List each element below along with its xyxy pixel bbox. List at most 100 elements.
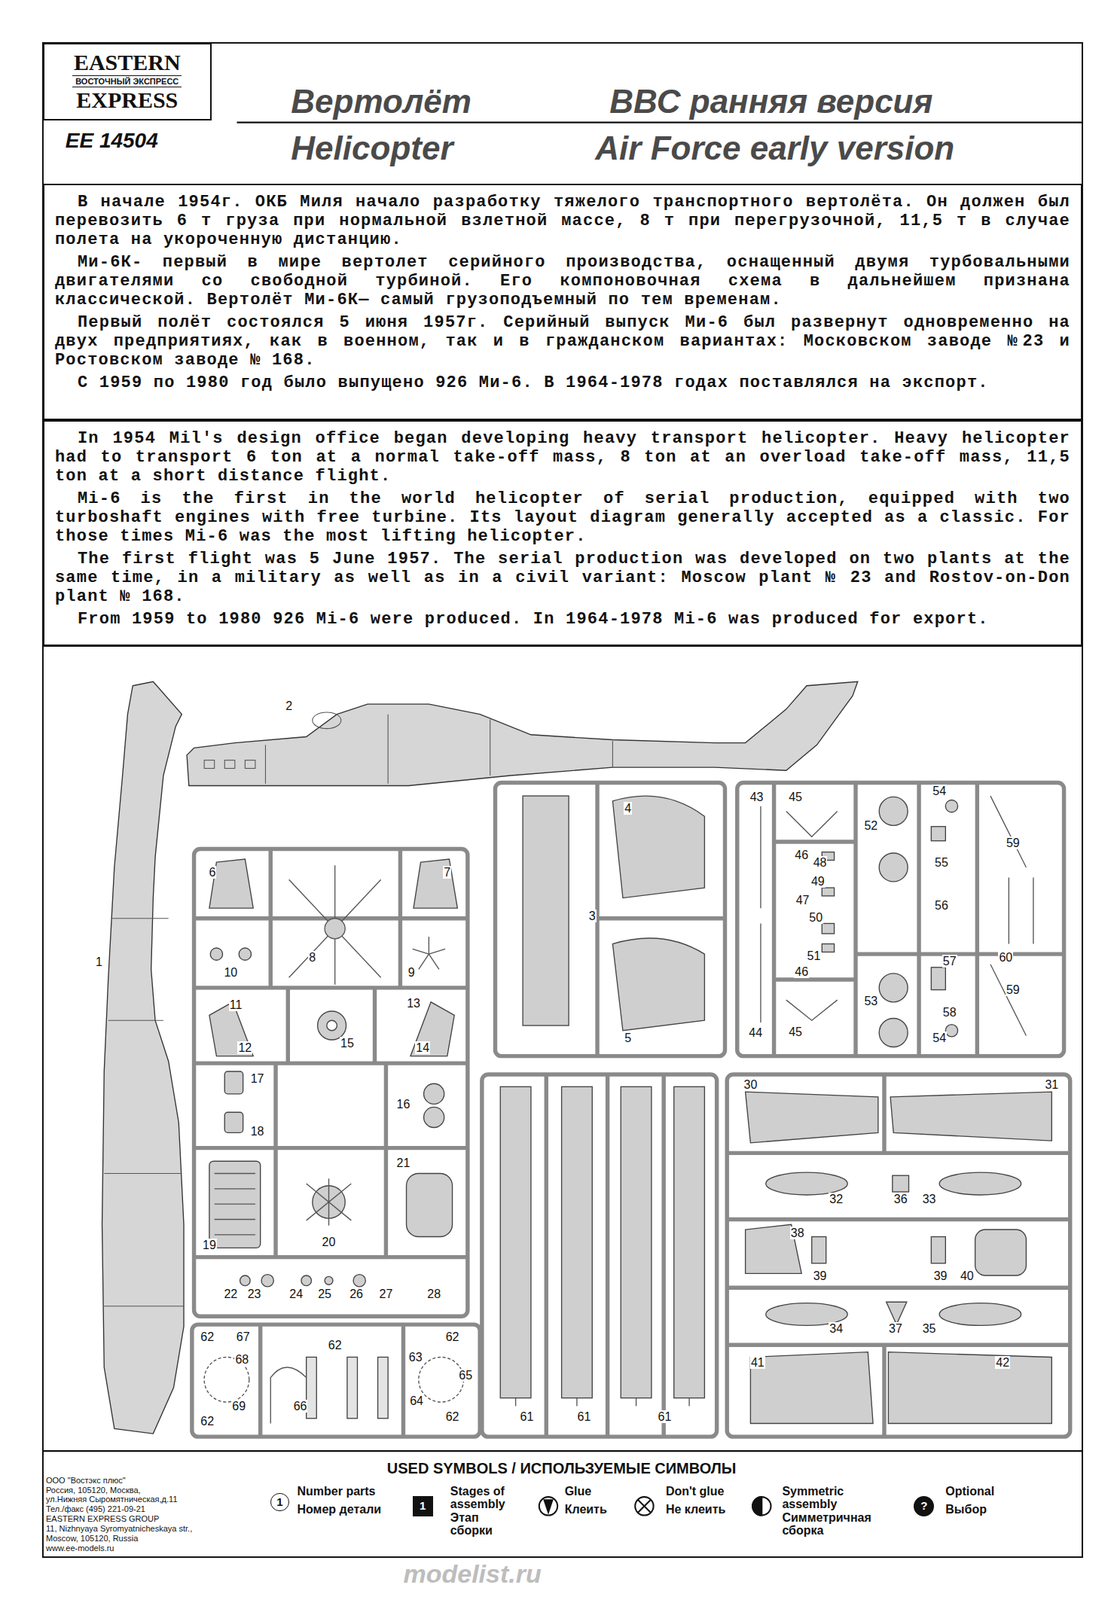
illustration-part	[945, 1025, 958, 1038]
title-text: ВВС ранняя версия	[609, 83, 933, 120]
callout-number: 68	[234, 1353, 250, 1367]
callout-number: 25	[317, 1287, 333, 1301]
callout-number: 48	[812, 856, 828, 870]
callout-number: 19	[201, 1239, 217, 1252]
illustration-part	[821, 888, 834, 897]
symbol-text: 1	[276, 1496, 283, 1509]
callout-number: 42	[994, 1356, 1011, 1370]
illustration-part	[1008, 877, 1010, 944]
symbol-text: ?	[920, 1500, 928, 1513]
illustration-part	[612, 741, 614, 768]
callout-number: 39	[812, 1269, 828, 1283]
callout-number: 40	[959, 1269, 975, 1283]
illustration-part	[886, 1302, 907, 1325]
illustration-part	[424, 1083, 445, 1105]
title-text: Helicopter	[290, 130, 453, 167]
illustration-part	[210, 948, 223, 961]
illustration-part	[890, 1092, 1052, 1142]
illustration-part	[726, 1074, 1070, 1438]
legend-text: Выбор	[945, 1503, 987, 1517]
callout-number: 54	[931, 784, 947, 798]
callout-number: 31	[1043, 1078, 1060, 1092]
illustration-part	[494, 782, 725, 1057]
illustration-part	[413, 859, 458, 909]
illustration-part	[539, 1497, 558, 1516]
illustration-part	[726, 1342, 1070, 1347]
callout-number: 20	[321, 1236, 337, 1249]
callout-number: 61	[576, 1410, 593, 1424]
illustration-part	[635, 1398, 637, 1407]
legend-text: Stages of assembly	[450, 1485, 522, 1511]
legend-text: Don't glue	[665, 1485, 725, 1499]
illustration-part	[398, 849, 403, 989]
stage-symbol: 1	[412, 1496, 434, 1517]
callout-number: 34	[828, 1322, 844, 1336]
illustration-part	[539, 1497, 772, 1516]
illustration-part	[750, 1352, 873, 1425]
callout-number: 62	[327, 1339, 343, 1353]
illustration-part	[945, 800, 958, 813]
logo-text: ВОСТОЧНЫЙ ЭКСПРЕСС	[72, 75, 182, 88]
address-line: ул.Нижняя Сыромятническая,д.11	[45, 1495, 178, 1505]
legend-heading: USED SYMBOLS / ИСПОЛЬЗУЕМЫЕ СИМВОЛЫ	[387, 1460, 737, 1478]
callout-number: 9	[407, 966, 416, 980]
illustration-part	[112, 918, 169, 919]
callout-number: 63	[408, 1351, 424, 1365]
illustration-part	[489, 719, 491, 776]
callout-number: 30	[742, 1078, 758, 1092]
callout-number: 61	[519, 1410, 535, 1424]
callout-number: 51	[806, 949, 822, 963]
illustration-part	[975, 782, 980, 1057]
logo-box: EASTERNВОСТОЧНЫЙ ЭКСПРЕССEXPRESS	[42, 42, 212, 121]
illustration-part	[268, 849, 273, 989]
illustration-part	[102, 681, 184, 1435]
illustration-part	[674, 1086, 706, 1398]
illustration-part	[612, 938, 705, 1032]
callout-number: 60	[998, 951, 1014, 965]
illustration-part	[878, 1019, 908, 1048]
illustration-part	[301, 1275, 312, 1287]
legend-text: Optional	[945, 1485, 995, 1499]
address-line: ООО "Востэкс плюс"	[45, 1476, 126, 1486]
illustration-part	[821, 923, 834, 934]
legend-text: Не клеить	[665, 1503, 726, 1517]
illustration-part	[103, 1306, 184, 1307]
illustration-part	[853, 782, 858, 1057]
callout-number: 22	[222, 1287, 239, 1301]
legend-text: Симметричная сборка	[781, 1511, 880, 1538]
illustration-part	[194, 1146, 468, 1151]
illustration-part	[612, 796, 705, 899]
illustration-part	[237, 122, 1083, 124]
illustration-part	[737, 782, 1065, 1057]
illustration-part	[726, 1217, 1070, 1222]
illustration-part	[42, 42, 1083, 1558]
callout-number: 52	[863, 819, 879, 833]
illustration-part	[204, 760, 215, 770]
callout-number: 41	[750, 1356, 766, 1370]
illustration-part	[939, 1303, 1021, 1327]
legend-text: Number parts	[296, 1485, 376, 1499]
illustration-part	[916, 782, 921, 1057]
illustration-part	[286, 988, 290, 1064]
legend-text: Этап сборки	[450, 1511, 522, 1538]
callout-number: 65	[457, 1369, 474, 1383]
illustration-part	[930, 827, 946, 842]
illustration-part	[786, 1000, 838, 1021]
kit-code: EE 14504	[65, 128, 159, 153]
illustration-part	[406, 1174, 453, 1238]
legend-text: Клеить	[564, 1503, 608, 1517]
illustration-part	[108, 1020, 164, 1022]
callout-number: 1	[94, 955, 104, 969]
illustration-part	[384, 1063, 388, 1258]
illustration-part	[265, 744, 266, 784]
callout-number: 62	[199, 1330, 215, 1344]
callout-number: 44	[747, 1026, 764, 1040]
illustration-part	[418, 1357, 464, 1403]
callout-number: 37	[888, 1322, 904, 1336]
callout-number: 6	[208, 866, 217, 879]
callout-number: 47	[795, 894, 811, 907]
illustration-part	[878, 796, 908, 826]
callout-number: 12	[237, 1041, 253, 1055]
callout-number: 45	[787, 1025, 803, 1039]
illustration-part	[888, 1352, 1052, 1425]
